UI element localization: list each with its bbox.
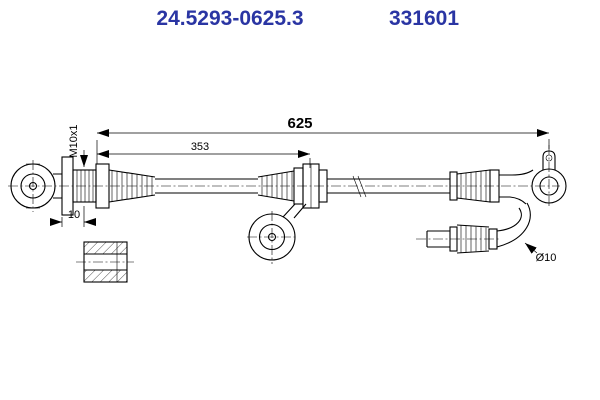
eye-outer-ring	[248, 213, 296, 261]
hex-nut	[95, 163, 110, 209]
open-hose-end	[426, 230, 450, 248]
right-banjo-fitting	[531, 150, 567, 204]
eye-bore	[28, 181, 38, 191]
cross-section-view	[83, 241, 128, 283]
eye-inner-ring	[539, 176, 559, 196]
bleed-nipple	[542, 150, 556, 170]
hatched-wall-top	[84, 242, 127, 254]
nipple-tip	[545, 154, 553, 162]
thread-callout: M10x1	[68, 124, 88, 167]
eye-inner-ring	[20, 173, 46, 199]
header: 24.5293-0625.3 331601	[156, 7, 459, 30]
thread-label: M10x1	[68, 124, 80, 157]
middle-banjo-fitting	[248, 213, 296, 261]
dimension-625-label: 625	[287, 115, 312, 132]
hose-body	[155, 175, 450, 198]
hatched-wall-bottom	[84, 270, 127, 282]
eye-bore	[267, 232, 277, 242]
end-fitting-view	[426, 224, 498, 254]
hose-loop	[496, 202, 531, 248]
right-elbow-fitting	[499, 169, 534, 205]
dimension-10: 10	[50, 206, 96, 227]
break-marks	[352, 175, 367, 198]
diameter-label: Ø10	[536, 252, 557, 264]
eye-outer-ring	[531, 168, 567, 204]
eye-inner-ring	[258, 223, 286, 251]
middle-strain-relief	[257, 170, 295, 202]
reference-number: 331601	[389, 7, 459, 30]
part-number: 24.5293-0625.3	[156, 7, 303, 30]
middle-fitting	[282, 163, 328, 219]
left-banjo-fitting	[10, 163, 62, 209]
left-strain-relief	[108, 169, 156, 203]
dimension-10-label: 10	[68, 209, 80, 221]
dimension-353-label: 353	[191, 141, 209, 153]
banjo-stem	[282, 203, 307, 219]
dimension-353: 353	[97, 141, 311, 168]
threaded-fitting	[72, 163, 110, 209]
dimension-625: 625	[96, 115, 550, 164]
diameter-callout: Ø10	[524, 242, 557, 264]
right-strain-relief	[449, 169, 500, 203]
